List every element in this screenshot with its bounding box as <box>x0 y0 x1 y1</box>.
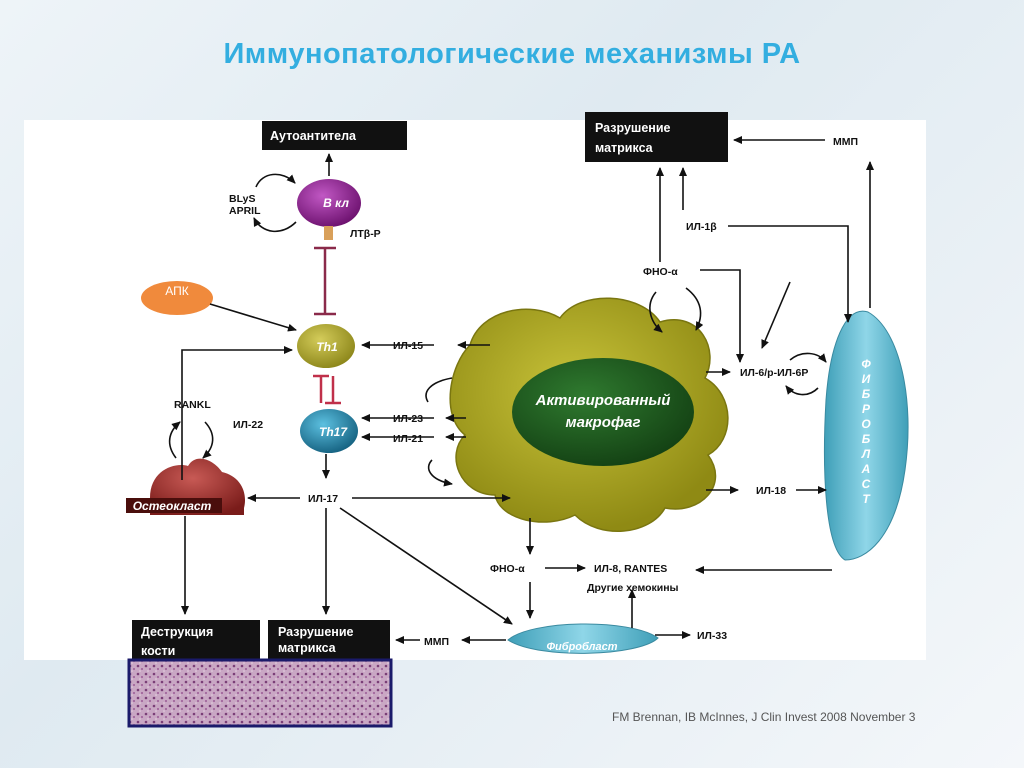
svg-text:Th17: Th17 <box>319 425 348 439</box>
svg-text:Фибробласт: Фибробласт <box>546 641 617 653</box>
apc-cell: АПК <box>141 281 213 315</box>
il1b-label: ИЛ-1β <box>686 221 717 233</box>
fibroblast-letter: С <box>862 477 871 491</box>
b-cell: В кл <box>297 179 361 240</box>
svg-text:кости: кости <box>141 644 175 658</box>
bone-destruction-box: Деструкция кости <box>132 620 260 660</box>
mmp-top-label: ММП <box>833 136 858 148</box>
il23-label: ИЛ-23 <box>393 413 423 425</box>
svg-text:макрофаг: макрофаг <box>566 414 641 431</box>
autoantibodies-label: Аутоантитела <box>270 129 357 143</box>
th17-cell: Th17 <box>300 409 358 453</box>
inhibition-bcell-th1 <box>314 246 336 316</box>
april-label: APRIL <box>229 205 261 217</box>
il8-label: ИЛ-8, RANTES <box>594 563 667 575</box>
il18-label: ИЛ-18 <box>756 485 786 497</box>
matrix-destruction-top-box: Разрушение матрикса <box>585 112 728 162</box>
histology-image <box>127 658 393 728</box>
il22-label: ИЛ-22 <box>233 419 263 431</box>
fibroblast-letter: Р <box>862 402 871 416</box>
th1-cell: Th1 <box>297 324 355 368</box>
il15-label: ИЛ-15 <box>393 340 423 352</box>
mmp-bottom-label: ММП <box>424 636 449 648</box>
fibroblast-letter: Л <box>861 447 871 461</box>
citation: FM Brennan, IB McInnes, J Clin Invest 20… <box>612 710 916 724</box>
svg-text:Активированный: Активированный <box>535 392 671 409</box>
svg-text:Th1: Th1 <box>316 340 338 354</box>
arrows <box>168 136 874 644</box>
fibroblast-letter: А <box>861 462 871 476</box>
svg-text:Остеокласт: Остеокласт <box>133 499 212 513</box>
svg-text:АПК: АПК <box>165 284 188 298</box>
tnf-bottom-label: ФНО-α <box>490 563 525 575</box>
inhibition-th1-th17 <box>313 374 341 405</box>
macrophage-nucleus <box>512 358 694 466</box>
il33-label: ИЛ-33 <box>697 630 727 642</box>
tnf-top-label: ФНО-α <box>643 266 678 278</box>
labels: BLyS APRIL ЛТβ-Р RANKL ИЛ-22 ИЛ-15 ИЛ-23… <box>174 136 858 648</box>
fibroblast-letter: И <box>862 372 871 386</box>
fibroblast-bottom: Фибробласт <box>507 623 659 654</box>
svg-text:Деструкция: Деструкция <box>141 625 213 639</box>
fibroblast-letter: О <box>861 417 871 431</box>
svg-text:В кл: В кл <box>323 196 349 210</box>
svg-text:матрикса: матрикса <box>278 641 337 655</box>
svg-text:Разрушение: Разрушение <box>278 625 354 639</box>
ltbr-label: ЛТβ-Р <box>350 228 381 240</box>
osteoclast: Остеокласт <box>126 458 246 515</box>
fibroblast-letter: Ф <box>861 357 871 371</box>
fibroblast-letter: Т <box>862 492 871 506</box>
il17-label: ИЛ-17 <box>308 493 338 505</box>
rankl-label: RANKL <box>174 399 211 411</box>
il6-label: ИЛ-6/р-ИЛ-6Р <box>740 367 808 379</box>
fibroblast-letter: Б <box>862 387 871 401</box>
svg-text:матрикса: матрикса <box>595 141 654 155</box>
autoantibodies-box: Аутоантитела <box>262 121 407 150</box>
il21-label: ИЛ-21 <box>393 433 423 445</box>
svg-text:Разрушение: Разрушение <box>595 121 671 135</box>
fibroblast-letter: Б <box>862 432 871 446</box>
page-title: Иммунопатологические механизмы РА <box>223 38 801 70</box>
chemokines-label: Другие хемокины <box>587 582 679 594</box>
activated-macrophage: Активированный макрофаг <box>449 297 729 532</box>
blys-label: BLyS <box>229 193 255 205</box>
matrix-destruction-bottom-box: Разрушение матрикса <box>268 620 390 660</box>
